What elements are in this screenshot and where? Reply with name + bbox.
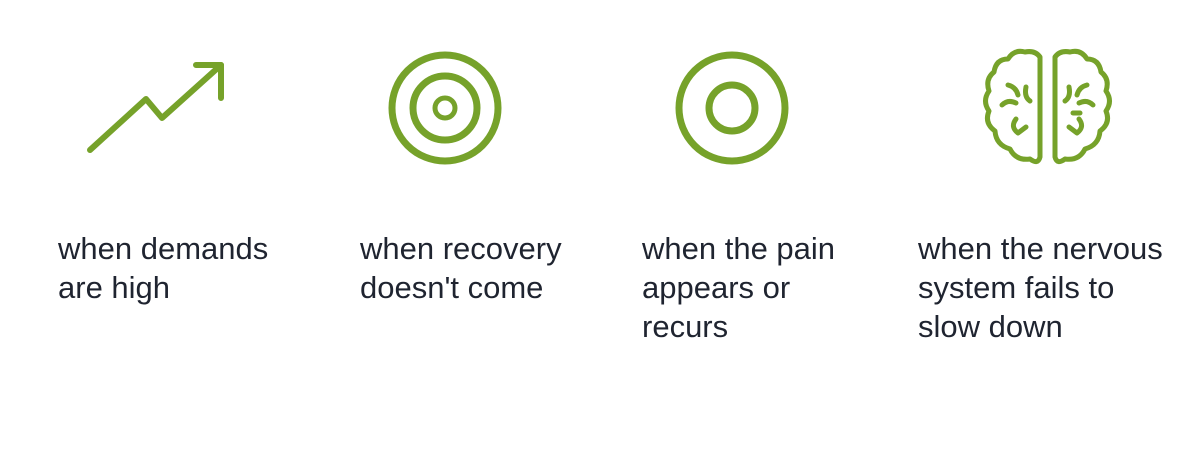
trending-up-arrow-icon: [87, 62, 224, 153]
caption-recovery: when recovery doesn't come: [360, 229, 562, 307]
caption-demands-high: when demands are high: [58, 229, 268, 307]
caption-line: when the nervous: [918, 231, 1163, 266]
caption-line: appears or: [642, 270, 791, 305]
caption-pain: when the pain appears or recurs: [642, 229, 835, 346]
caption-line: system fails to: [918, 270, 1115, 305]
ring-icon: [675, 51, 789, 165]
brain-icon: [983, 48, 1112, 165]
caption-line: when the pain: [642, 231, 836, 266]
caption-line: are high: [58, 270, 171, 305]
target-icon: [388, 51, 502, 165]
caption-line: when demands: [58, 231, 269, 266]
caption-line: recurs: [642, 309, 729, 344]
caption-line: when recovery: [360, 231, 562, 266]
caption-nervous-system: when the nervous system fails to slow do…: [918, 229, 1163, 346]
caption-line: doesn't come: [360, 270, 544, 305]
caption-line: slow down: [918, 309, 1063, 344]
